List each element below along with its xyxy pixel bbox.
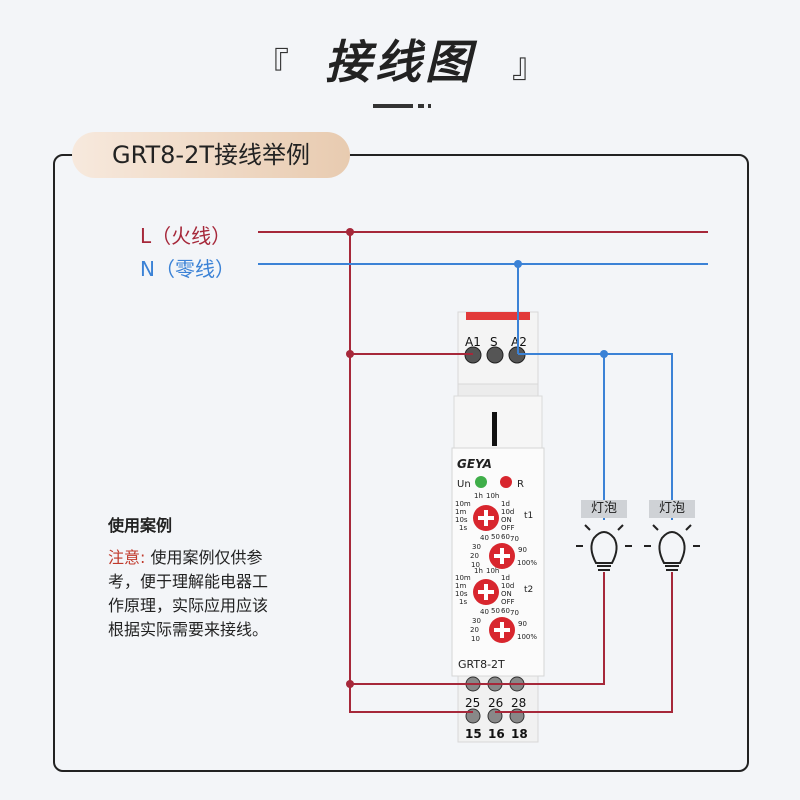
terminal-label-15: 15 xyxy=(465,727,482,741)
terminal-label-a1: A1 xyxy=(465,335,481,349)
terminal-label-26: 26 xyxy=(488,696,503,710)
tick-label: OFF xyxy=(501,524,515,532)
tick-label: 10 xyxy=(471,561,480,569)
bulb-label: 灯泡 xyxy=(581,500,627,518)
terminal-label-18: 18 xyxy=(511,727,528,741)
tick-label: 30 xyxy=(472,543,481,551)
tick-label: ON xyxy=(501,590,512,598)
tick-label: 30 xyxy=(472,617,481,625)
tick-label: 10d xyxy=(501,508,514,516)
tick-label: 60 xyxy=(501,607,510,615)
junction-dot xyxy=(346,680,354,688)
tick-label: 50 xyxy=(491,607,500,615)
tick-label: 60 xyxy=(501,533,510,541)
tick-label: 40 xyxy=(480,608,489,616)
tick-label: 70 xyxy=(510,535,519,543)
junction-dot xyxy=(600,350,608,358)
close-bracket: 』 xyxy=(512,46,546,86)
bulb-label: 灯泡 xyxy=(649,500,695,518)
tick-label: 10h xyxy=(486,492,499,500)
tick-label: 10m xyxy=(455,574,471,582)
tick-label: 100% xyxy=(517,559,537,567)
tick-label: 10 xyxy=(471,635,480,643)
tick-label: 1d xyxy=(501,574,510,582)
tick-label: 40 xyxy=(480,534,489,542)
use-case-title: 使用案例 xyxy=(108,516,173,535)
un-indicator xyxy=(475,476,487,488)
terminal-screw xyxy=(486,346,504,364)
note-label: 注意: xyxy=(108,548,146,567)
junction-dot xyxy=(346,228,354,236)
brand-logo: GEYA xyxy=(457,457,492,471)
tick-label: 90 xyxy=(518,546,527,554)
panel-title: GRT8-2T接线举例 xyxy=(72,132,350,178)
neutral-wire-label: N（零线） xyxy=(140,257,235,281)
light-bulb-icon xyxy=(576,524,632,571)
tick-label: OFF xyxy=(501,598,515,606)
tick-label: 20 xyxy=(470,626,479,634)
open-bracket: 『 xyxy=(255,46,289,86)
junction-dot xyxy=(346,350,354,358)
tick-label: 1s xyxy=(459,598,467,606)
dial-t1-range xyxy=(473,505,499,531)
un-label: Un xyxy=(457,479,471,490)
page-header: 『 接线图 』 xyxy=(0,20,800,92)
terminal-label-28: 28 xyxy=(511,696,526,710)
neutral-wire xyxy=(258,263,708,520)
live-wire xyxy=(258,231,708,713)
title-underline xyxy=(373,104,413,108)
tick-label: 10h xyxy=(486,567,499,575)
tick-label: 20 xyxy=(470,552,479,560)
title-underline-dot xyxy=(418,104,424,108)
tick-label: 1h xyxy=(474,492,483,500)
terminal-label-25: 25 xyxy=(465,696,480,710)
tick-label: 70 xyxy=(510,609,519,617)
tick-label: 1m xyxy=(455,582,466,590)
tick-label: 1m xyxy=(455,508,466,516)
dial-t2-percent xyxy=(489,617,515,643)
terminal-label-16: 16 xyxy=(488,727,505,741)
tick-label: 10d xyxy=(501,582,514,590)
page-title: 接线图 xyxy=(325,35,475,89)
tick-label: 10m xyxy=(455,500,471,508)
tick-label: 100% xyxy=(517,633,537,641)
r-label: R xyxy=(517,479,524,490)
light-bulb-icon xyxy=(644,524,700,571)
r-indicator xyxy=(500,476,512,488)
t2-label: t2 xyxy=(524,585,533,595)
tick-label: ON xyxy=(501,516,512,524)
tick-label: 10s xyxy=(455,590,468,598)
dial-t1-percent xyxy=(489,543,515,569)
tick-label: 1h xyxy=(474,567,483,575)
relay-device xyxy=(451,311,545,743)
tick-label: 10s xyxy=(455,516,468,524)
junction-dot xyxy=(514,260,522,268)
title-underline-dot xyxy=(428,104,431,108)
model-label: GRT8-2T xyxy=(458,658,505,671)
tick-label: 1s xyxy=(459,524,467,532)
tick-label: 1d xyxy=(501,500,510,508)
terminal-label-s: S xyxy=(490,335,498,349)
live-wire-label: L（火线） xyxy=(140,224,232,248)
note-text: 使用案例仅供参考，便于理解能电器工作原理，实际应用应该根据实际需要来接线。 xyxy=(108,548,269,639)
diagram-frame xyxy=(53,154,749,772)
tick-label: 90 xyxy=(518,620,527,628)
dial-t2-range xyxy=(473,579,499,605)
use-case-note: 注意: 使用案例仅供参考，便于理解能电器工作原理，实际应用应该根据实际需要来接线… xyxy=(108,546,278,642)
tick-label: 50 xyxy=(491,533,500,541)
t1-label: t1 xyxy=(524,511,533,521)
